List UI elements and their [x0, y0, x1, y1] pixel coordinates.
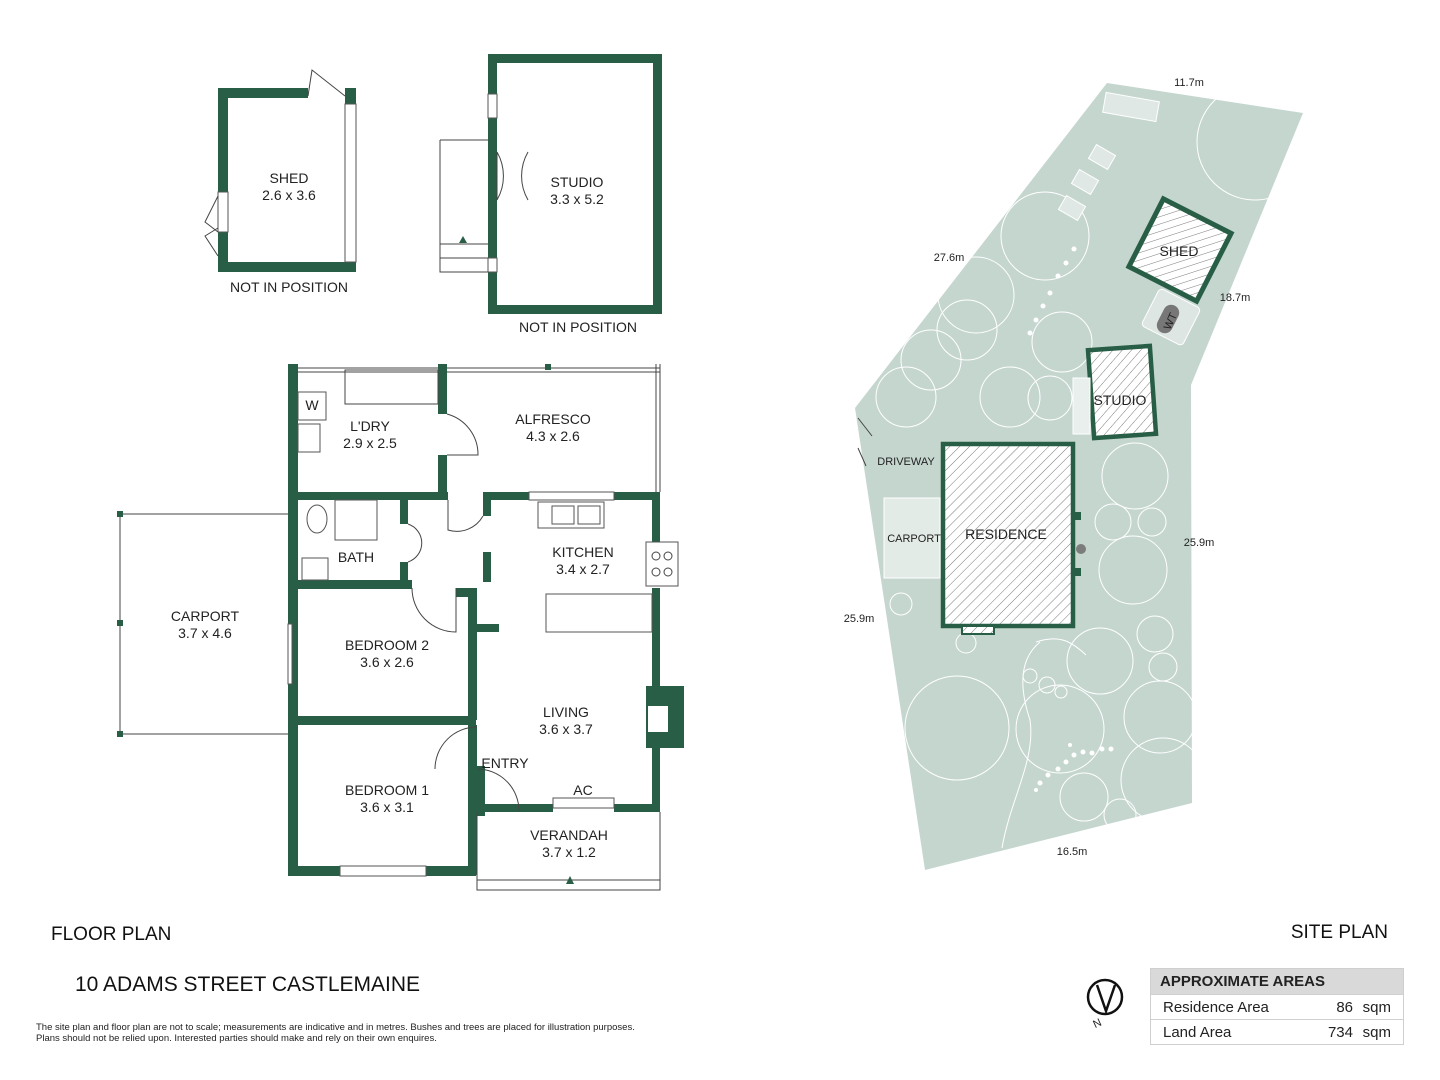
disclaimer-line-2: Plans should not be relied upon. Interes…	[36, 1033, 437, 1044]
site-studio-label: STUDIO	[1094, 392, 1147, 408]
shed-note: NOT IN POSITION	[230, 279, 348, 295]
dimension-right-upper: 18.7m	[1220, 292, 1251, 304]
dimension-bottom: 16.5m	[1057, 846, 1088, 858]
room-size-verandah: 3.7 x 1.2	[542, 844, 596, 860]
washer-marker: W	[305, 397, 319, 413]
approximate-areas-table: APPROXIMATE AREAS Residence Area 86 sqm …	[1150, 968, 1404, 1045]
room-size-living: 3.6 x 3.7	[539, 721, 593, 737]
room-name-studio: STUDIO	[551, 174, 604, 190]
room-name-laundry: L'DRY	[350, 418, 390, 434]
site-plan	[855, 83, 1314, 870]
site-studio-steps	[1072, 377, 1091, 435]
pavers	[1057, 91, 1160, 222]
room-size-bedroom-1: 3.6 x 3.1	[360, 799, 414, 815]
floor-plan-labels: SHED 2.6 x 3.6 STUDIO 3.3 x 5.2 L'DRY 2.…	[36, 170, 637, 1044]
areas-row-unit: sqm	[1362, 1024, 1391, 1041]
room-size-kitchen: 3.4 x 2.7	[556, 561, 610, 577]
residence-plan	[117, 364, 684, 891]
site-plan-labels: SHED STUDIO RESIDENCE CARPORT DRIVEWAY W…	[844, 77, 1388, 943]
areas-row-residence: Residence Area 86 sqm	[1151, 994, 1403, 1019]
areas-row-name: Land Area	[1163, 1024, 1232, 1041]
room-name-kitchen: KITCHEN	[552, 544, 613, 560]
room-size-laundry: 2.9 x 2.5	[343, 435, 397, 451]
site-residence-footprint	[940, 441, 1076, 629]
dimension-right-lower: 25.9m	[1184, 537, 1215, 549]
shed-plan	[204, 69, 357, 272]
north-label: N	[1091, 1017, 1103, 1031]
areas-row-unit: sqm	[1362, 999, 1391, 1016]
property-address: 10 ADAMS STREET CASTLEMAINE	[75, 973, 420, 996]
room-name-living: LIVING	[543, 704, 589, 720]
site-plan-heading: SITE PLAN	[1291, 922, 1388, 943]
areas-title: APPROXIMATE AREAS	[1151, 969, 1403, 994]
room-name-alfresco: ALFRESCO	[515, 411, 591, 427]
room-size-alfresco: 4.3 x 2.6	[526, 428, 580, 444]
studio-note: NOT IN POSITION	[519, 319, 637, 335]
site-carport	[883, 497, 941, 579]
room-size-studio: 3.3 x 5.2	[550, 191, 604, 207]
room-size-bedroom-2: 3.6 x 2.6	[360, 654, 414, 670]
areas-row-name: Residence Area	[1163, 999, 1269, 1016]
site-studio-footprint	[1085, 343, 1159, 441]
areas-row-value: 86	[1336, 999, 1353, 1016]
dimension-left-lower: 25.9m	[844, 613, 875, 625]
room-name-shed: SHED	[270, 170, 309, 186]
areas-row-land: Land Area 734 sqm	[1151, 1019, 1403, 1044]
ac-label: AC	[573, 782, 592, 798]
dimension-top: 11.7m	[1174, 77, 1204, 89]
north-arrow-icon: N	[1086, 978, 1124, 1031]
room-name-carport: CARPORT	[171, 608, 240, 624]
room-size-carport: 3.7 x 4.6	[178, 625, 232, 641]
water-tank-icon	[1141, 288, 1201, 346]
areas-row-value: 734	[1327, 1024, 1353, 1041]
site-shed-footprint	[1125, 195, 1235, 305]
room-name-bedroom-2: BEDROOM 2	[345, 637, 429, 653]
room-name-bath: BATH	[338, 549, 374, 565]
site-driveway-label: DRIVEWAY	[877, 456, 935, 468]
studio-plan	[439, 54, 662, 314]
dimension-left-upper: 27.6m	[934, 252, 965, 264]
site-carport-label: CARPORT	[887, 533, 941, 545]
disclaimer-line-1: The site plan and floor plan are not to …	[36, 1022, 635, 1033]
entry-label: ENTRY	[481, 755, 529, 771]
site-residence-label: RESIDENCE	[965, 526, 1047, 542]
room-size-shed: 2.6 x 3.6	[262, 187, 316, 203]
room-name-verandah: VERANDAH	[530, 827, 608, 843]
site-shed-label: SHED	[1160, 243, 1199, 259]
floor-plan-heading: FLOOR PLAN	[51, 924, 171, 945]
room-name-bedroom-1: BEDROOM 1	[345, 782, 429, 798]
stepping-stones	[1027, 246, 1114, 792]
